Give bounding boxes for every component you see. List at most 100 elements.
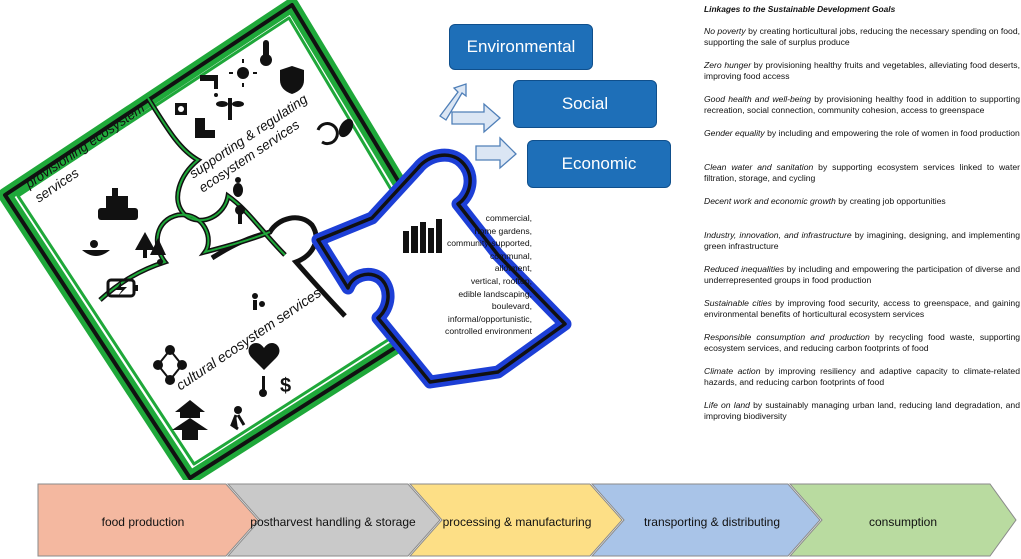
sdg-bullet [676, 400, 704, 434]
urban-agriculture-types-piece [311, 148, 572, 389]
thermometer-icon [260, 40, 272, 66]
agriculture-types-list: commercial, home gardens, community-supp… [410, 212, 532, 338]
arrow-to-social [451, 102, 501, 134]
sdg-bullet [676, 298, 704, 332]
heart-icon [248, 342, 280, 370]
cultural-icons: $ [153, 293, 291, 440]
sdg-goal: Decent work and economic growth [704, 196, 836, 206]
seed-icon [157, 259, 163, 265]
type-item: allotment, [494, 263, 532, 274]
running-person-icon [230, 406, 246, 431]
battery-icon [106, 278, 138, 298]
shovel-icon [259, 376, 267, 397]
chain-label-processing: processing & manufacturing [442, 515, 592, 529]
sdg-item-text: Industry, innovation, and infrastructure… [704, 230, 1020, 264]
pillar-environmental: Environmental [449, 24, 593, 70]
sdg-description: by imagining, designing, and implementin… [704, 230, 1020, 251]
sdg-description: by including and empowering the role of … [764, 128, 1020, 138]
sdg-bullet [676, 230, 704, 264]
sdg-item: Industry, innovation, and infrastructure… [676, 230, 1020, 264]
sdg-description: by improving food security, access to gr… [704, 298, 1020, 319]
sdg-goal: Good health and well-being [704, 94, 812, 104]
bee-icon [233, 177, 243, 197]
sdg-item: Responsible consumption and production b… [676, 332, 1020, 366]
type-item: home gardens, [474, 225, 532, 236]
boot-icon [195, 118, 215, 138]
sdg-item: Climate action by improving resiliency a… [676, 366, 1020, 400]
sdg-bullet [676, 366, 704, 400]
provisioning-icons [82, 188, 166, 298]
sdg-description: by supporting ecosystem services linked … [704, 162, 1020, 183]
network-icon [153, 345, 187, 385]
arrow-to-economic [475, 136, 517, 170]
chain-arrow [788, 483, 1017, 557]
sdg-item-text: Life on land by sustainably managing urb… [704, 400, 1020, 434]
sprout-icon [175, 103, 187, 115]
sdg-item-text: Decent work and economic growth by creat… [704, 196, 946, 230]
sdg-bullet [676, 162, 704, 196]
sdg-goal: Life on land [704, 400, 750, 410]
sdg-item: No poverty by creating horticultural job… [676, 26, 1020, 60]
sdg-item: Gender equality by including and empower… [676, 128, 1020, 162]
sdg-item: Sustainable cities by improving food sec… [676, 298, 1020, 332]
arrow-to-environmental [439, 83, 467, 121]
sdg-item-text: Zero hunger by provisioning healthy frui… [704, 60, 1020, 94]
tree-icon [135, 232, 166, 258]
sdg-description: by provisioning healthy food in addition… [704, 94, 1020, 115]
leaf-icon [338, 118, 354, 138]
type-item: informal/opportunistic, [447, 313, 532, 324]
plant-icon [216, 98, 244, 120]
sdg-item-text: Climate action by improving resiliency a… [704, 366, 1020, 400]
sdg-description: by sustainably managing urban land, redu… [704, 400, 1020, 421]
bowl-icon [82, 240, 110, 256]
sdg-goal: Gender equality [704, 128, 765, 138]
sdg-item: Reduced inequalities by including and em… [676, 264, 1020, 298]
sdg-item: Life on land by sustainably managing urb… [676, 400, 1020, 434]
sdg-linkages: Linkages to the Sustainable Development … [676, 4, 1020, 434]
chain-label-postharvest: postharvest handling & storage [250, 515, 416, 529]
sdg-bullet [676, 60, 704, 94]
sdg-goal: Clean water and sanitation [704, 162, 814, 172]
people-icon [252, 293, 265, 310]
sdg-list: No poverty by creating horticultural job… [676, 26, 1020, 434]
sdg-item-text: Sustainable cities by improving food sec… [704, 298, 1020, 332]
sdg-item-text: Gender equality by including and empower… [704, 128, 1020, 162]
type-item: vertical, rooftop, [470, 275, 532, 286]
sdg-item-text: No poverty by creating horticultural job… [704, 26, 1020, 60]
sdg-description: by provisioning healthy fruits and veget… [704, 60, 1020, 81]
sdg-bullet [676, 196, 704, 230]
sdg-item-text: Responsible consumption and production b… [704, 332, 1020, 366]
supporting-icons [175, 40, 354, 224]
chain-label-transporting: transporting & distributing [643, 515, 781, 529]
pillar-arrows [439, 83, 517, 170]
type-item: boulevard, [491, 301, 532, 312]
sdg-goal: Climate action [704, 366, 761, 376]
sdg-bullet [676, 128, 704, 162]
sdg-description: by creating job opportunities [835, 196, 946, 206]
sdg-goal: Responsible consumption and production [704, 332, 870, 342]
chain-label-consumption: consumption [868, 515, 938, 529]
sdg-bullet [676, 94, 704, 128]
sdg-bullet [676, 332, 704, 366]
shield-leaf-icon [280, 66, 304, 94]
pagoda-icon [172, 400, 208, 440]
type-item: community-supported, [446, 238, 532, 249]
type-item: commercial, [485, 213, 532, 223]
recycle-icon [316, 122, 339, 146]
ship-icon [98, 188, 138, 220]
sdg-goal: Industry, innovation, and infrastructure [704, 230, 852, 240]
puzzle-inner-seams-green [99, 97, 286, 301]
sdg-goal: Sustainable cities [704, 298, 772, 308]
pillar-economic: Economic [527, 140, 671, 188]
sdg-description: by recycling food waste, supporting ecos… [704, 332, 1021, 353]
chain-arrow [590, 483, 821, 557]
chain-arrow [408, 483, 623, 557]
sdg-description: by creating horticultural jobs, reducing… [704, 26, 1020, 47]
sdg-item-text: Reduced inequalities by including and em… [704, 264, 1020, 298]
type-item: edible landscaping, [458, 288, 532, 299]
svg-text:$: $ [280, 375, 291, 397]
sdg-item: Clean water and sanitation by supporting… [676, 162, 1020, 196]
sdg-item: Decent work and economic growth by creat… [676, 196, 1020, 230]
sdg-goal: No poverty [704, 26, 746, 36]
type-item: controlled environment [445, 326, 532, 337]
